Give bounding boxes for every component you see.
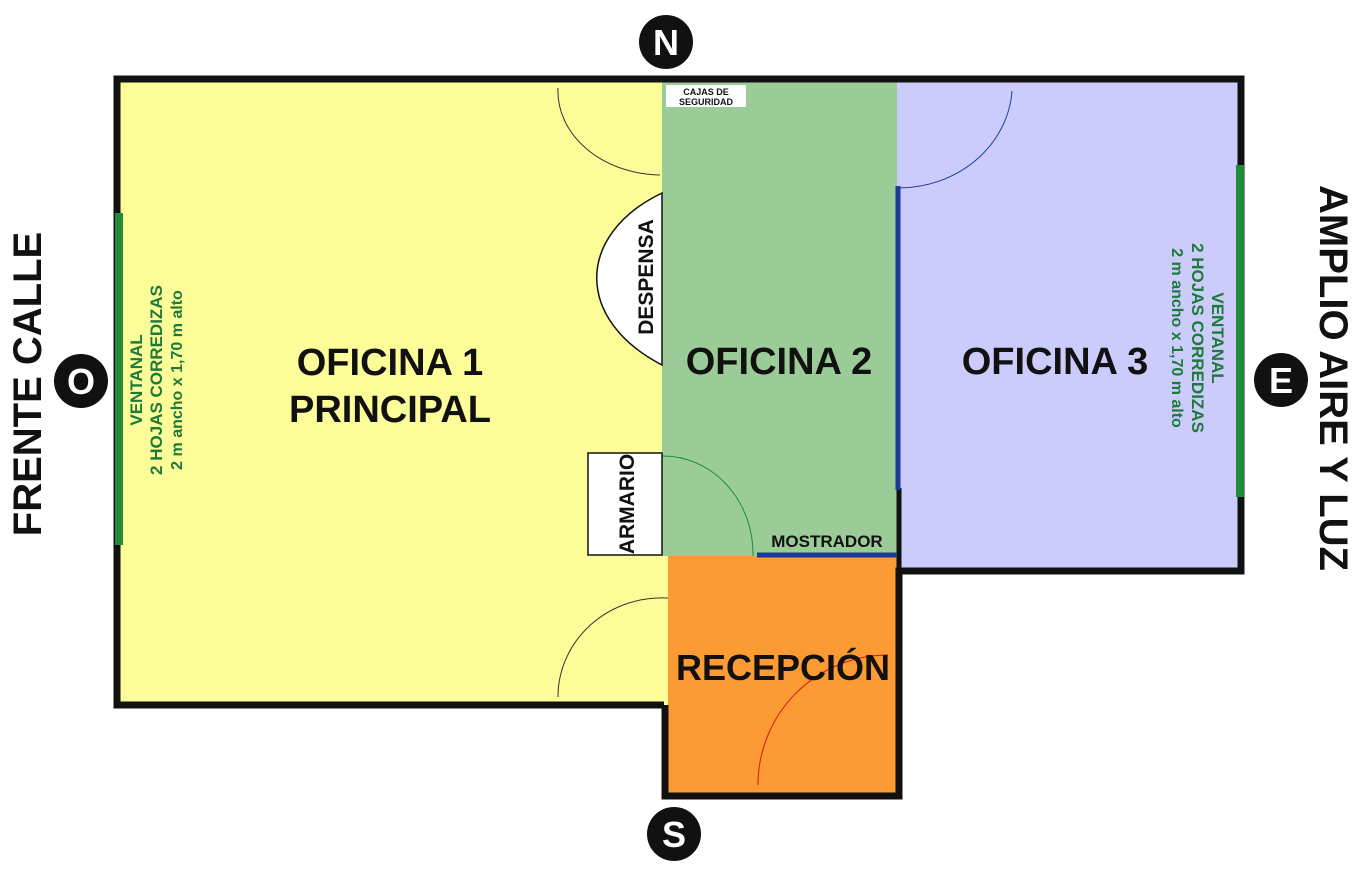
- side-west-label: FRENTE CALLE: [6, 232, 50, 536]
- compass-east-circle: [1254, 353, 1308, 407]
- armario-label: ARMARIO: [616, 454, 639, 554]
- oficina1-label-line1: OFICINA 1: [297, 342, 484, 384]
- cajas-label-line2: SEGURIDAD: [679, 97, 734, 107]
- compass-east-letter: E: [1269, 360, 1293, 401]
- oficina1-area-lower: [662, 556, 668, 705]
- oficina1-label-line2: PRINCIPAL: [289, 389, 491, 431]
- compass-west: O: [54, 354, 108, 408]
- recepcion-area: [668, 556, 898, 794]
- recepcion-label: RECEPCIÓN: [676, 646, 890, 688]
- despensa-label: DESPENSA: [635, 219, 658, 335]
- compass-west-circle: [54, 354, 108, 408]
- door-swing-oficina2: [662, 455, 754, 557]
- compass-south-circle: [647, 807, 701, 861]
- window-west-line1: VENTANAL: [127, 334, 146, 425]
- oficina2-area: [662, 81, 897, 556]
- compass-west-letter: O: [67, 361, 95, 402]
- window-west-line3: 2 m ancho x 1,70 m alto: [169, 290, 186, 470]
- cajas-seguridad-box: [666, 85, 746, 107]
- door-swing-oficina3: [898, 90, 1013, 189]
- cajas-label-line1: CAJAS DE: [683, 87, 729, 97]
- compass-south: S: [647, 807, 701, 861]
- window-east-line3: 2 m ancho x 1,70 m alto: [1168, 248, 1185, 428]
- mostrador-label: MOSTRADOR: [771, 532, 882, 551]
- side-east-label: AMPLIO AIRE Y LUZ: [1311, 185, 1355, 571]
- door-swing-recepcion: [757, 654, 889, 786]
- window-west-label: VENTANAL 2 HOJAS CORREDIZAS 2 m ancho x …: [127, 285, 186, 475]
- armario-box: [587, 452, 663, 556]
- door-swing-oficina1-top: [557, 87, 661, 176]
- window-east-label: VENTANAL 2 HOJAS CORREDIZAS 2 m ancho x …: [1168, 243, 1227, 433]
- compass-east: E: [1254, 353, 1308, 407]
- window-east-line1: VENTANAL: [1208, 292, 1227, 383]
- oficina1-area: [119, 81, 662, 705]
- oficina3-label: OFICINA 3: [962, 341, 1149, 383]
- door-swing-oficina1-bottom: [557, 597, 669, 698]
- window-west-line2: 2 HOJAS CORREDIZAS: [147, 285, 166, 475]
- oficina3-area: [897, 81, 1240, 569]
- compass-north: N: [639, 15, 693, 69]
- compass-north-circle: [639, 15, 693, 69]
- despensa-shape: [596, 191, 663, 367]
- oficina2-label: OFICINA 2: [686, 341, 873, 383]
- window-east-line2: 2 HOJAS CORREDIZAS: [1188, 243, 1207, 433]
- compass-north-letter: N: [653, 22, 679, 63]
- compass-south-letter: S: [662, 814, 686, 855]
